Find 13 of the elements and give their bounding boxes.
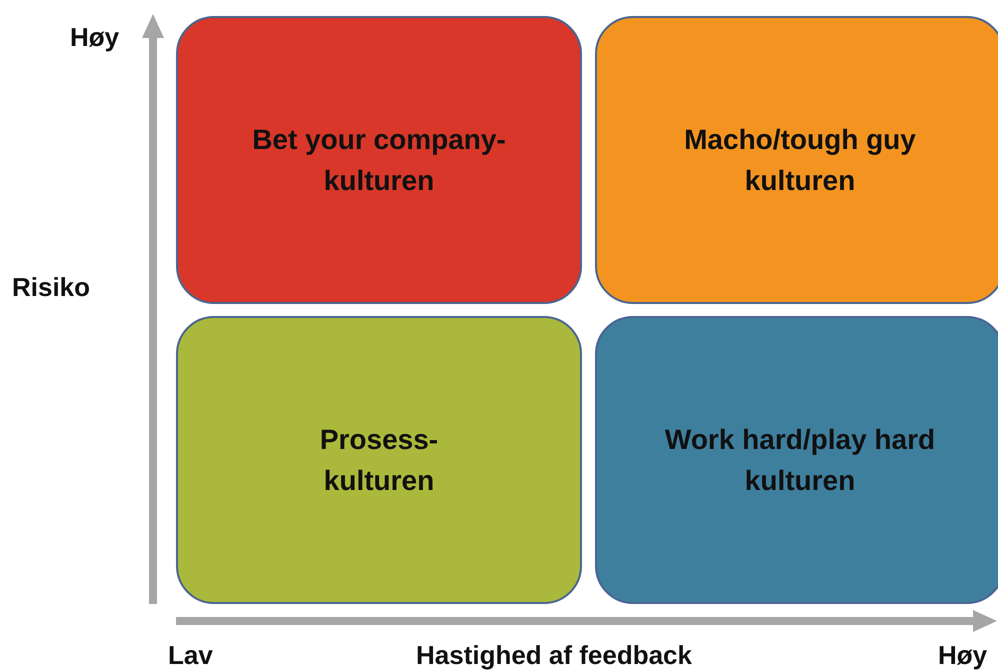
- axis-title: Hastighed af feedback: [416, 640, 692, 671]
- quadrant-title: Work hard/play hard kulturen: [664, 423, 936, 498]
- quadrant-box: [595, 316, 998, 604]
- axis-end-label: Høy: [70, 22, 120, 53]
- quadrant-box: [176, 16, 582, 304]
- axis-title: Risiko: [12, 272, 90, 303]
- quadrant-title: Prosess-kulturen: [318, 423, 440, 498]
- quadrant-box: [176, 316, 582, 604]
- axis-end-label: Høy: [938, 640, 988, 671]
- axis-end-label: Lav: [168, 640, 213, 671]
- quadrant-title: Macho/tough guy kulturen: [683, 123, 917, 198]
- quadrant-title: Bet your company-kulturen: [251, 123, 507, 198]
- quadrant-box: [595, 16, 998, 304]
